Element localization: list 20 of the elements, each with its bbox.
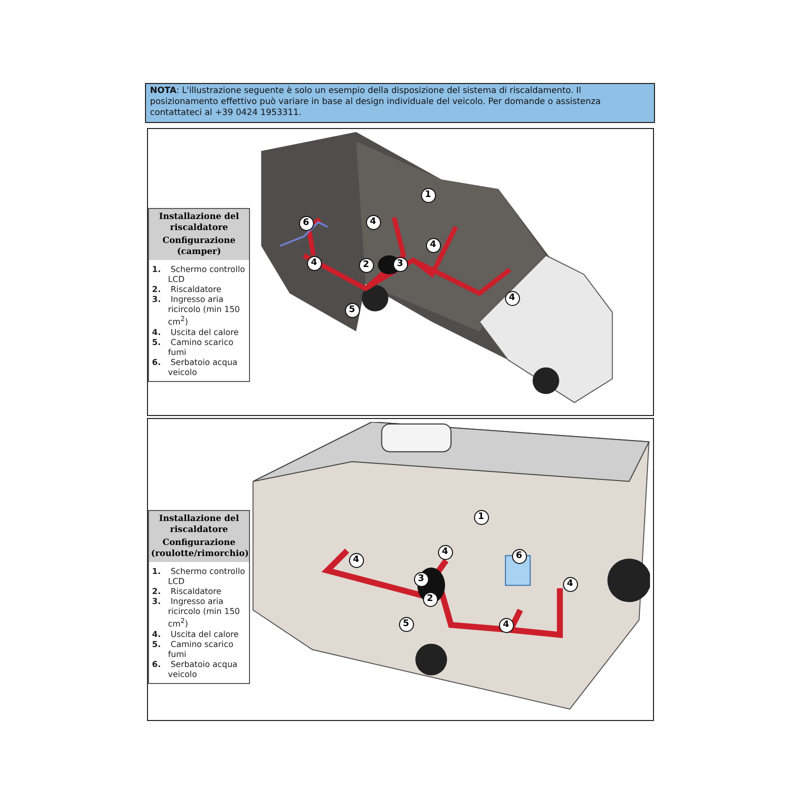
list-item: 5. Camino scarico fumi [152, 638, 234, 659]
note-box [145, 83, 655, 123]
panel-subheading: Configurazione (camper) [161, 236, 236, 257]
list-item: 4. Uscita del calore [152, 326, 240, 337]
list-item: 1. Schermo controllo LCD [152, 566, 246, 586]
list-item: 2. Riscaldatore [152, 586, 222, 596]
list-item: 4. Uscita del calore [152, 628, 240, 639]
legend-panel [148, 510, 250, 684]
list-item: 6. Serbatoio acqua veicolo [152, 658, 238, 679]
note-text: NOTA: L'illustrazione seguente è solo un esempio della disposizione del sistema di riscaldamento. Il posizionamento effettivo può variare in base al design individuale del veicolo. Per domande o assistenza contattateci al +39 0424 1953311. [150, 86, 602, 119]
legend-panel [148, 208, 250, 382]
list-item: 3. Ingresso aria ricircolo (min 150 cm$^{2}$) [152, 294, 241, 327]
list-item: 6. Serbatoio acqua veicolo [152, 356, 238, 377]
panel-subheading: Configurazione (roulotte/rimorchio) [151, 538, 247, 559]
panel-heading: Installazione del riscaldatore [158, 514, 240, 535]
panel-heading: Installazione del riscaldatore [158, 212, 240, 233]
list-item: 3. Ingresso aria ricircolo (min 150 cm$^{2}$) [152, 596, 241, 629]
list-item: 1. Schermo controllo LCD [152, 264, 246, 284]
list-item: 2. Riscaldatore [152, 284, 222, 294]
list-item: 5. Camino scarico fumi [152, 336, 234, 357]
